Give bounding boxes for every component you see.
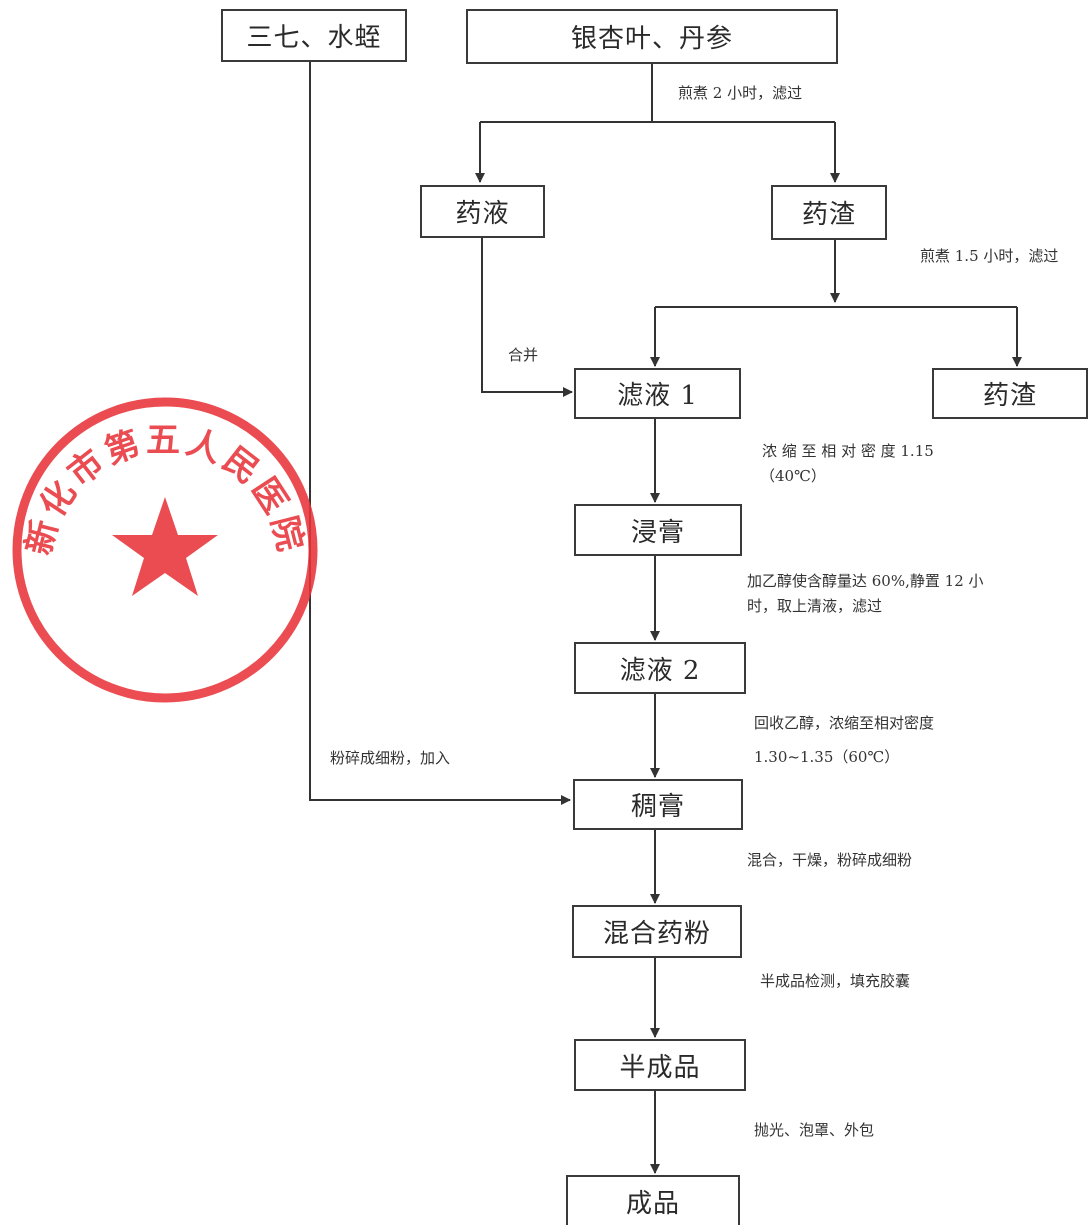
- note-pulverize-add: 粉碎成细粉，加入: [330, 749, 451, 767]
- note-decoct-2h: 煎煮 2 小时，滤过: [678, 84, 803, 102]
- node-thick-paste: 稠膏: [573, 779, 743, 830]
- note-ethanol-line2: 时，取上清液，滤过: [747, 597, 883, 615]
- arrow-herbs-a-to-paste: [309, 62, 571, 805]
- node-liquid: 药液: [420, 185, 545, 238]
- note-recover-line2: 1.30~1.35（60℃）: [754, 748, 900, 766]
- note-merge: 合并: [508, 346, 539, 364]
- note-ethanol-line1: 加乙醇使含醇量达 60%,静置 12 小: [747, 572, 984, 590]
- node-mixed-powder: 混合药粉: [572, 905, 742, 958]
- node-semi-product: 半成品: [574, 1039, 746, 1091]
- note-inspect-fill: 半成品检测，填充胶囊: [760, 972, 911, 990]
- node-filtrate-2: 滤液 2: [574, 642, 746, 694]
- node-filtrate-1: 滤液 1: [574, 368, 741, 419]
- node-herbs-b: 银杏叶、丹参: [466, 9, 838, 64]
- note-polish-pack: 抛光、泡罩、外包: [754, 1121, 875, 1139]
- note-recover-line1: 回收乙醇，浓缩至相对密度: [754, 714, 935, 732]
- note-concentrate-1-line2: （40℃）: [760, 467, 826, 485]
- node-residue-1: 药渣: [771, 185, 887, 240]
- note-mix-dry: 混合，干燥，粉碎成细粉: [747, 851, 913, 869]
- arrow-merge-liquid: [481, 237, 573, 397]
- hospital-seal: 新化市第五人民医院: [12, 397, 318, 703]
- node-herbs-a: 三七、水蛭: [221, 9, 407, 62]
- node-product: 成品: [566, 1175, 740, 1225]
- seal-star: [112, 497, 218, 596]
- node-residue-2: 药渣: [932, 368, 1088, 419]
- note-decoct-1-5h: 煎煮 1.5 小时，滤过: [920, 247, 1059, 265]
- note-concentrate-1-line1: 浓 缩 至 相 对 密 度 1.15: [762, 442, 934, 460]
- node-extract: 浸膏: [574, 504, 742, 556]
